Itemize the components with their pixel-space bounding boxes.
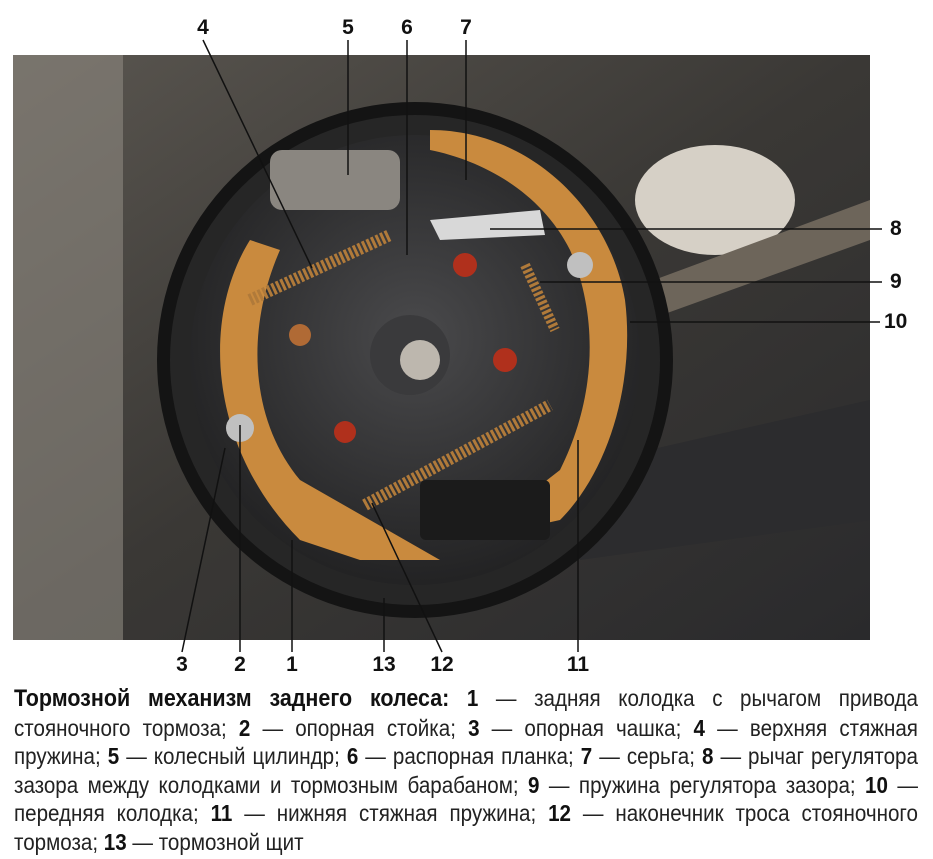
caption-item-text: — передняя колодка; — [14, 771, 918, 827]
caption-item-number: 12 — [548, 800, 571, 826]
caption-item-number: 11 — [210, 800, 233, 826]
caption-item: 6 — распорная планка; — [347, 743, 581, 769]
brake-mechanism-photo — [13, 39, 882, 653]
figure-caption: Тормозной механизм заднего колеса: 1 — з… — [14, 684, 918, 856]
caption-item-text: — пружина регулятора зазора; — [539, 771, 866, 798]
callout-6: 6 — [401, 16, 413, 39]
callout-10: 10 — [884, 310, 908, 333]
caption-item-text: — нижняя стяжная пружина; — [232, 800, 549, 826]
caption-item-text: — опорная стойка; — [250, 714, 469, 741]
caption-item: 11 — нижняя стяжная пружина; — [211, 800, 548, 826]
callout-12: 12 — [430, 653, 454, 676]
caption-item: 1 — задняя колодка с рычагом привода сто… — [14, 685, 918, 741]
caption-item: 9 — пружина регулятора зазора; — [528, 772, 865, 798]
caption-item-text: — колесный цилиндр; — [119, 743, 347, 769]
caption-item: 10 — передняя колодка; — [14, 772, 918, 827]
caption-item-number: 4 — [693, 714, 705, 741]
callout-1: 1 — [286, 653, 298, 676]
callout-9: 9 — [890, 270, 902, 293]
caption-item: 4 — верхняя стяжная пружина; — [14, 715, 918, 770]
caption-item: 8 — рычаг регулятора зазора между колодк… — [14, 743, 918, 798]
caption-item-number: 9 — [528, 771, 540, 798]
callout-13: 13 — [372, 653, 396, 676]
caption-item-number: 13 — [103, 828, 127, 855]
caption-item-text: — серьга; — [592, 743, 702, 769]
caption-item-number: 8 — [701, 743, 714, 769]
wheel-cylinder — [270, 150, 400, 210]
caption-item-text: — верхняя стяжная пружина; — [14, 714, 918, 770]
rear-shoe — [220, 240, 440, 560]
callout-8: 8 — [890, 217, 902, 240]
callout-11: 11 — [566, 653, 590, 676]
caption-item-text: — задняя колодка с рычагом привода стоян… — [14, 685, 918, 741]
caption-item: 2 — опорная стойка; — [239, 715, 468, 741]
caption-item-text: — тормозной щит — [126, 828, 304, 855]
callout-3: 3 — [176, 653, 188, 676]
caption-item-text: — наконечник троса стояночного тормоза; — [14, 800, 918, 855]
caption-item: 12 — наконечник троса стояночного тормоз… — [14, 800, 918, 855]
brake-figure: 4 5 6 7 8 9 10 3 2 1 13 12 11 — [13, 16, 908, 676]
caption-title: Тормозной механизм заднего колеса: — [14, 685, 450, 712]
callout-4: 4 — [197, 16, 209, 39]
leader-lines — [181, 39, 882, 653]
caption-item-text: — рычаг регулятора зазора между колодкам… — [14, 743, 918, 798]
caption-item: 5 — колесный цилиндр; — [108, 743, 347, 769]
caption-item-number: 6 — [346, 743, 359, 769]
caption-item-number: 5 — [107, 743, 120, 769]
caption-item-number: 7 — [580, 743, 593, 769]
caption-item: 13 — тормозной щит — [104, 829, 304, 855]
caption-item-text: — распорная планка; — [358, 743, 581, 769]
caption-item-number: 2 — [238, 714, 251, 741]
caption-item-text: — опорная чашка; — [479, 714, 694, 741]
caption-item: 7 — серьга; — [581, 743, 702, 769]
caption-item: 3 — опорная чашка; — [468, 715, 693, 741]
caption-item-number: 3 — [468, 714, 480, 741]
callout-2: 2 — [234, 653, 246, 676]
caption-item-number: 10 — [865, 771, 888, 798]
callout-7: 7 — [460, 16, 472, 39]
front-shoe — [430, 130, 628, 540]
callout-5: 5 — [342, 16, 354, 39]
caption-item-number: 1 — [466, 685, 479, 711]
